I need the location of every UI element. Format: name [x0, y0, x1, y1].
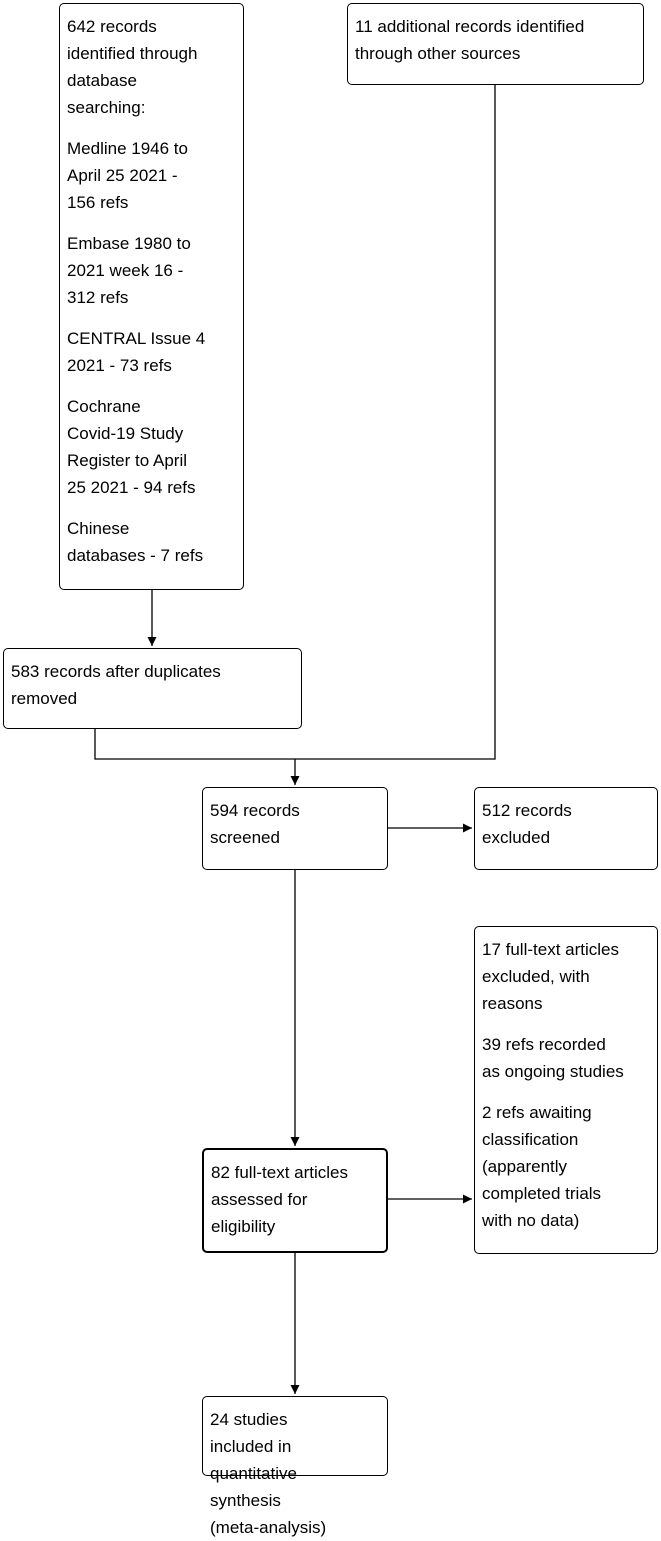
box-text-line: Cochrane — [67, 397, 141, 416]
box-text-line: 594 records — [210, 801, 300, 820]
line-duplicates-to-merge — [94, 729, 295, 760]
box-text-line: 2 refs awaiting — [482, 1103, 592, 1122]
box-text-line: (apparently — [482, 1157, 568, 1176]
database-search-box: 642 records identified through database sea… — [59, 3, 244, 590]
box-text-line: 2021 week 16 - — [67, 261, 184, 280]
box-paragraph: 594 records screened — [210, 797, 381, 851]
box-text-line: database — [67, 71, 137, 90]
box-paragraph: Medline 1946 to April 25 2021 - 156 refs — [67, 135, 237, 216]
box-text-line: excluded, with — [482, 967, 590, 986]
box-text-line: 82 full-text articles — [211, 1163, 348, 1182]
box-text-line: databases - 7 refs — [67, 546, 204, 565]
screened-box: 594 records screened — [202, 787, 388, 870]
box-text-line: 25 2021 - 94 refs — [67, 478, 196, 497]
box-text-line: excluded — [482, 828, 551, 847]
box-paragraph: 82 full-text articles assessed for eligibi… — [211, 1159, 380, 1240]
box-paragraph: Chinese databases - 7 refs — [67, 515, 237, 569]
box-text-line: Register to April — [67, 451, 187, 470]
connector-lines — [94, 85, 496, 1394]
box-text-line: April 25 2021 - — [67, 166, 178, 185]
box-text-line: 642 records — [67, 17, 157, 36]
box-text-line: as ongoing studies — [482, 1062, 624, 1081]
box-text-line: 512 records — [482, 801, 572, 820]
excluded-box: 512 records excluded — [474, 787, 658, 870]
box-paragraph: 2 refs awaiting classification (apparently… — [482, 1099, 651, 1234]
box-paragraph: 642 records identified through database sea… — [67, 13, 237, 121]
line-other-sources-to-merge — [295, 85, 496, 760]
box-text-line: removed — [11, 689, 78, 708]
box-text-line: searching: — [67, 98, 146, 117]
box-paragraph: 11 additional records identified through … — [355, 13, 637, 67]
box-text-line: 39 refs recorded — [482, 1035, 606, 1054]
box-paragraph: 17 full-text articles excluded, with reaso… — [482, 936, 651, 1017]
other-sources-box: 11 additional records identified through … — [347, 3, 644, 85]
box-text-line: 24 studies — [210, 1410, 288, 1429]
box-text-line: 583 records after duplicates — [11, 662, 221, 681]
box-text-line: identified through — [67, 44, 198, 63]
box-text-line: classification — [482, 1130, 579, 1149]
box-text-line: 2021 - 73 refs — [67, 356, 172, 375]
box-text-line: assessed for — [211, 1190, 308, 1209]
box-text-line: 11 additional records identified — [355, 17, 585, 36]
box-text-line: with no data) — [482, 1211, 580, 1230]
box-text-line: 156 refs — [67, 193, 129, 212]
after-duplicates-box: 583 records after duplicates removed — [3, 648, 302, 729]
box-paragraph: 512 records excluded — [482, 797, 651, 851]
box-paragraph: CENTRAL Issue 4 2021 - 73 refs — [67, 325, 237, 379]
box-text-line: Chinese — [67, 519, 130, 538]
box-text-line: Covid-19 Study — [67, 424, 184, 443]
box-text-line: Embase 1980 to — [67, 234, 191, 253]
box-text-line: completed trials — [482, 1184, 602, 1203]
box-text-line: (meta-analysis) — [210, 1518, 327, 1537]
box-text-line: quantitative — [210, 1464, 297, 1483]
box-paragraph: 583 records after duplicates removed — [11, 658, 295, 712]
box-text-line: Medline 1946 to — [67, 139, 188, 158]
box-paragraph: 39 refs recorded as ongoing studies — [482, 1031, 651, 1085]
eligibility-box: 82 full-text articles assessed for eligibi… — [202, 1148, 388, 1253]
box-text-line: eligibility — [211, 1217, 276, 1236]
box-text-line: synthesis — [210, 1491, 281, 1510]
box-text-line: through other sources — [355, 44, 521, 63]
box-paragraph: 24 studies included in quantitative synthes… — [210, 1406, 381, 1541]
box-text-line: reasons — [482, 994, 543, 1013]
fulltext-excluded-box: 17 full-text articles excluded, with reaso… — [474, 926, 658, 1254]
box-text-line: 17 full-text articles — [482, 940, 619, 959]
included-box: 24 studies included in quantitative synthes… — [202, 1396, 388, 1537]
box-text-line: 312 refs — [67, 288, 129, 307]
box-text-line: included in — [210, 1437, 292, 1456]
box-paragraph: Embase 1980 to 2021 week 16 - 312 refs — [67, 230, 237, 311]
box-text-line: screened — [210, 828, 280, 847]
box-text-line: CENTRAL Issue 4 — [67, 329, 206, 348]
